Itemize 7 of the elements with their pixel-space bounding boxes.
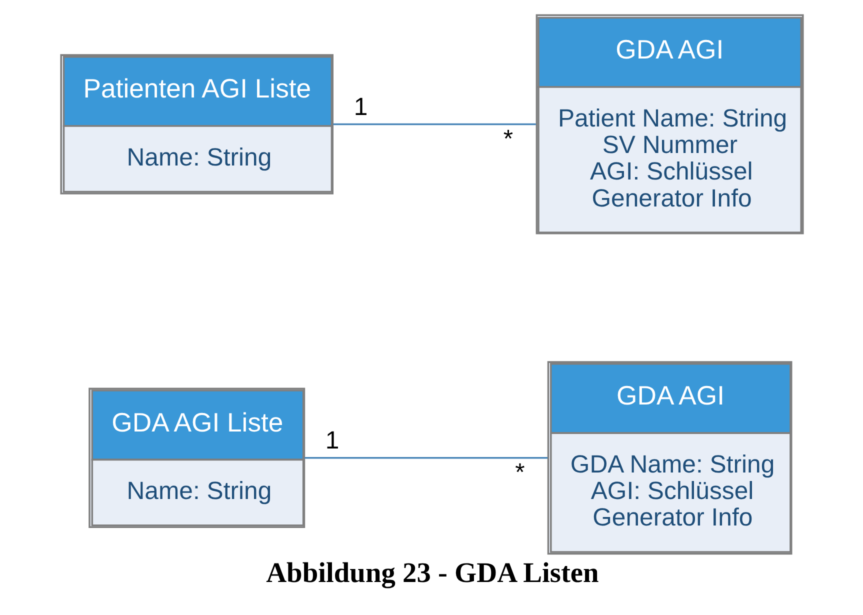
caption: Abbildung 23 - GDA Listen	[266, 558, 598, 589]
label: 1	[353, 94, 368, 121]
label: 1	[324, 427, 339, 454]
label: *	[502, 126, 513, 153]
connector	[304, 457, 548, 459]
label: *	[514, 459, 524, 486]
connector	[332, 123, 536, 126]
